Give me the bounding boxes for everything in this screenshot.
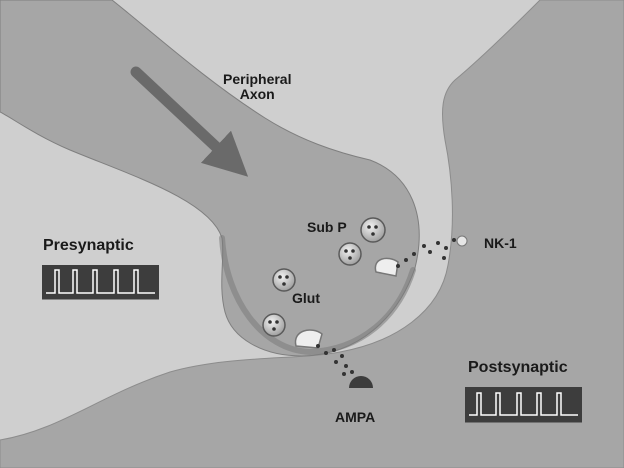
postsynaptic-label: Postsynaptic (468, 359, 568, 376)
presynaptic-label: Presynaptic (43, 237, 134, 254)
vesicle-glut-2 (262, 313, 286, 337)
fusing-vesicle-bottom (294, 329, 323, 349)
sub-p-label: Sub P (307, 219, 347, 235)
terminal-rim (219, 235, 416, 356)
released-dots-nk1 (396, 238, 456, 268)
nk1-receptor (456, 235, 468, 247)
vesicle-sub-p-1 (360, 217, 386, 243)
vesicle-glut-1 (272, 268, 296, 292)
peripheral-axon-line2: Axon (239, 85, 275, 102)
postsynaptic-trace-icon (465, 387, 582, 423)
presynaptic-trace-icon (42, 265, 159, 300)
down-right-arrow-icon (130, 66, 249, 177)
fusing-vesicle-top (374, 257, 399, 277)
peripheral-axon-label: Peripheral Axon (223, 72, 291, 101)
nk1-label: NK-1 (484, 235, 517, 251)
glut-label: Glut (292, 290, 320, 306)
peripheral-axon-line1: Peripheral (223, 71, 292, 87)
ampa-label: AMPA (335, 409, 376, 425)
vesicle-sub-p-2 (338, 242, 362, 266)
ampa-receptor (349, 376, 373, 388)
released-dots-ampa (316, 344, 354, 376)
